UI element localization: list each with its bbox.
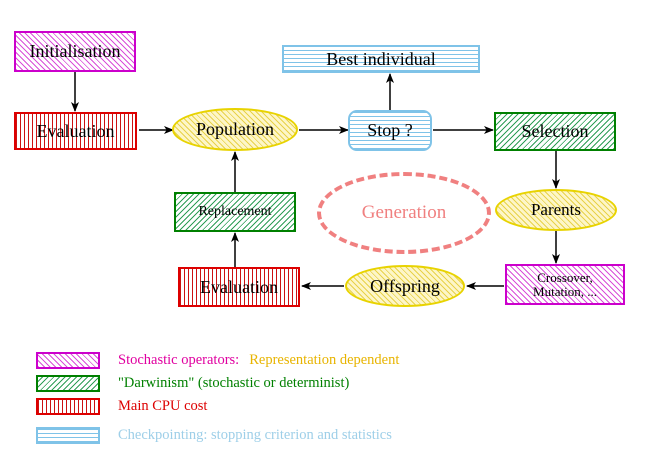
node-label-population: Population: [195, 119, 274, 140]
legend-label-magenta: Stochastic operators:: [118, 351, 240, 368]
node-population: Population: [172, 108, 298, 151]
legend-label-blue: Checkpointing: stopping criterion and st…: [118, 426, 392, 443]
node-label-stop: Stop ?: [367, 120, 413, 141]
node-evaluation_bot: Evaluation: [178, 267, 300, 307]
node-initialisation: Initialisation: [14, 31, 136, 72]
node-label-evaluation_top: Evaluation: [36, 120, 115, 141]
legend-swatch-green: [36, 374, 100, 392]
legend-label-secondary-magenta: Representation dependent: [249, 351, 400, 368]
legend: Stochastic operators: Representation depe…: [0, 340, 670, 460]
node-label-replacement: Replacement: [198, 203, 272, 219]
node-label-evaluation_bot: Evaluation: [200, 276, 278, 297]
legend-swatch-magenta: [36, 351, 100, 369]
node-selection: Selection: [494, 112, 616, 151]
legend-row-blue: Checkpointing: stopping criterion and st…: [36, 424, 392, 446]
legend-row-green: "Darwinism" (stochastic or determinist): [36, 372, 349, 394]
node-offspring: Offspring: [345, 265, 465, 307]
node-label-offspring: Offspring: [370, 275, 440, 296]
node-evaluation_top: Evaluation: [14, 112, 137, 150]
generation-label: Generation: [361, 202, 447, 223]
legend-swatch-blue: [36, 426, 100, 444]
node-replacement: Replacement: [174, 192, 296, 232]
node-label-parents: Parents: [530, 200, 582, 220]
legend-row-red: Main CPU cost: [36, 395, 207, 417]
node-label-selection: Selection: [521, 121, 589, 142]
node-crossover: Crossover,Mutation, ...: [505, 264, 625, 305]
node-label-initialisation: Initialisation: [29, 41, 121, 62]
node-label-crossover: Crossover,Mutation, ...: [533, 269, 597, 299]
node-stop: Stop ?: [348, 110, 432, 151]
legend-label-green: "Darwinism" (stochastic or determinist): [118, 374, 350, 391]
legend-row-magenta: Stochastic operators: Representation depe…: [36, 349, 399, 371]
node-best_individual: Best individual: [282, 45, 480, 73]
legend-swatch-red: [36, 397, 100, 415]
legend-label-red: Main CPU cost: [118, 397, 208, 414]
node-label-best_individual: Best individual: [326, 48, 436, 69]
node-parents: Parents: [495, 189, 617, 231]
generation-ellipse: Generation: [317, 172, 491, 254]
